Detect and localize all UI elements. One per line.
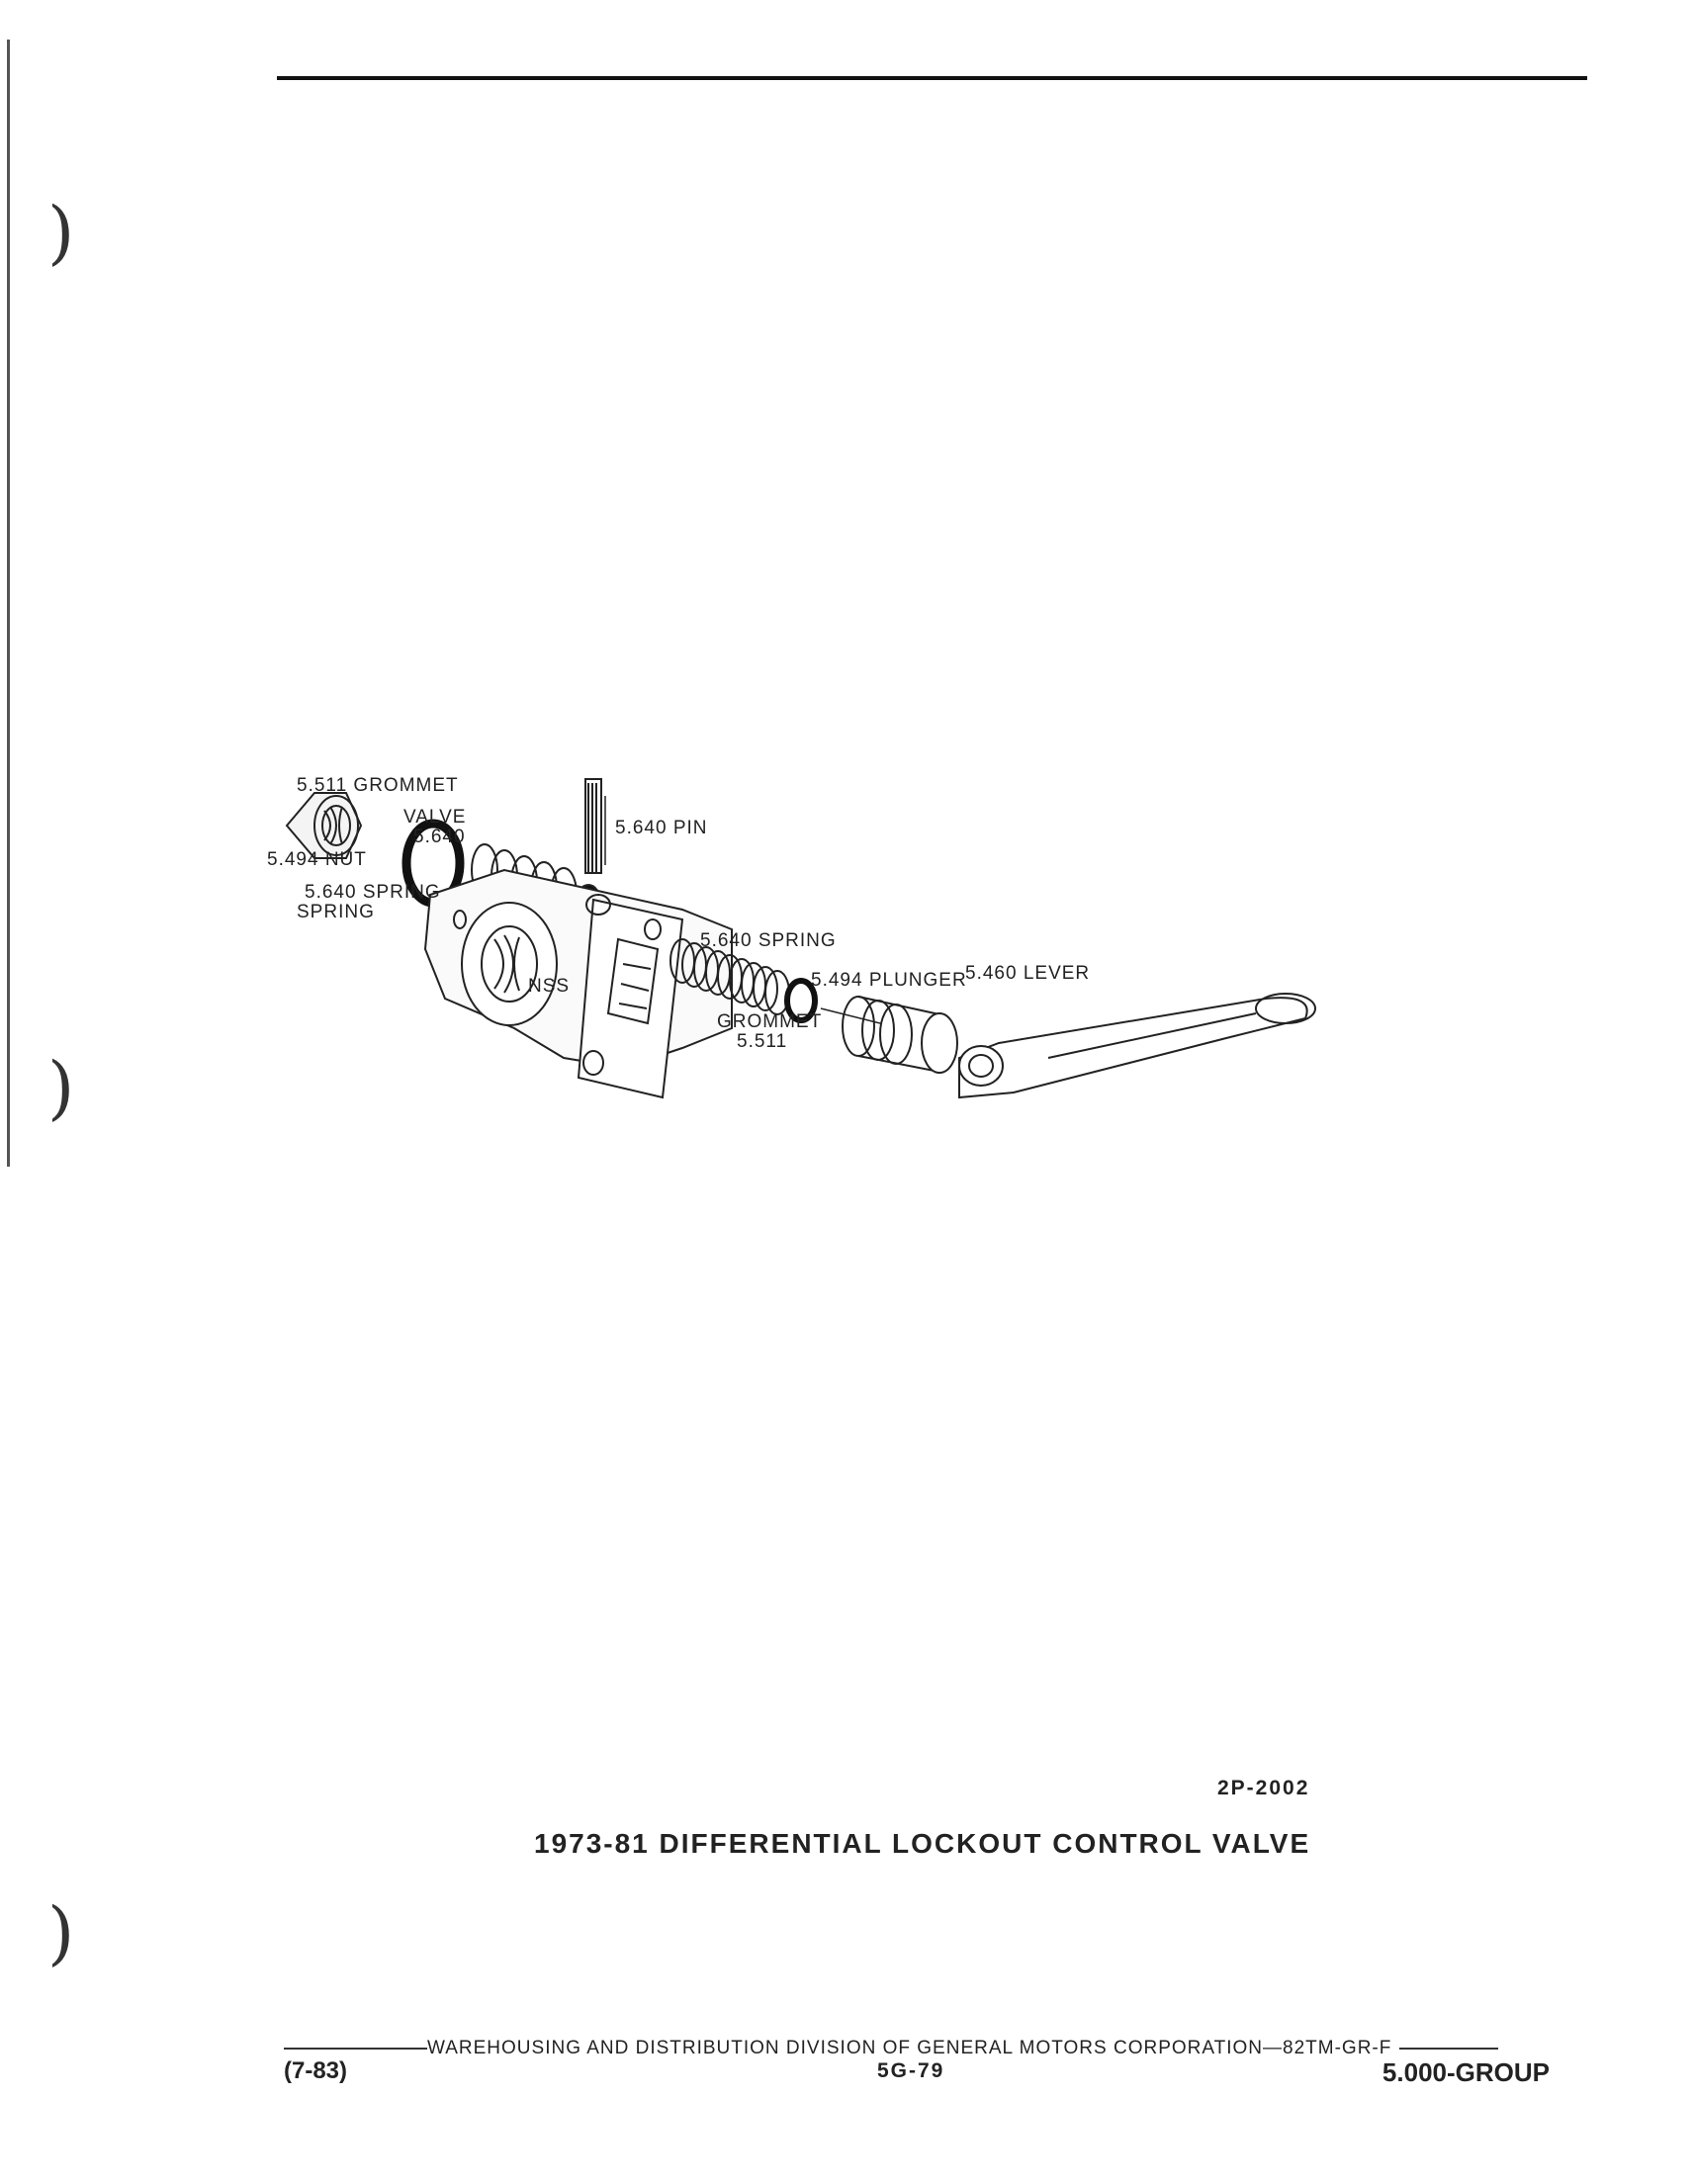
binder-edge-line [7,40,10,1167]
spring-part [669,938,790,1015]
exploded-view-diagram: 5.494 NUT 5.511 GROMMET VALVE 5.640 5.64… [267,775,1316,1099]
spring-label: 5.640 SPRING [305,882,441,903]
grommet-label: GROMMET [717,1011,822,1032]
lever-part [958,993,1316,1099]
valve-body-part [423,868,733,1099]
nss-label: NSS [528,976,570,997]
footer-publisher-line: WAREHOUSING AND DISTRIBUTION DIVISION OF… [284,2038,1550,2059]
spring-label: 5.640 SPRING [700,930,837,951]
valve-number-label: 5.640 [413,827,466,847]
spring-label-line2: SPRING [297,902,375,922]
figure-title: 1973-81 DIFFERENTIAL LOCKOUT CONTROL VAL… [534,1828,1311,1859]
binder-hole-mark: ) [47,192,75,273]
revision-date: (7-83) [284,2057,348,2084]
grommet-number-label: 5.511 [737,1031,787,1052]
header-rule [277,76,1587,80]
page-number: 5G-79 [877,2059,945,2082]
footer-rule [284,2048,427,2050]
plunger-part [820,996,958,1074]
footer: (7-83) 5G-79 5.000-GROUP [284,2057,1550,2089]
nut-label: 5.494 NUT [267,849,367,870]
binder-hole-mark: ) [47,1892,75,1973]
valve-label: VALVE [403,807,466,828]
footer-rule [1399,2048,1499,2050]
nut-part [285,792,363,859]
grommet-label: 5.511 GROMMET [297,775,459,796]
figure-code: 2P-2002 [1217,1777,1310,1799]
grommet-part [784,978,818,1023]
section-group: 5.000-GROUP [1382,2057,1550,2087]
footer-publisher-text: WAREHOUSING AND DISTRIBUTION DIVISION OF… [427,2038,1392,2058]
pin-label: 5.640 PIN [615,818,708,838]
plunger-label: 5.494 PLUNGER [811,970,967,991]
pin-part [584,778,602,874]
binder-hole-mark: ) [47,1047,75,1128]
lever-label: 5.460 LEVER [965,963,1090,984]
